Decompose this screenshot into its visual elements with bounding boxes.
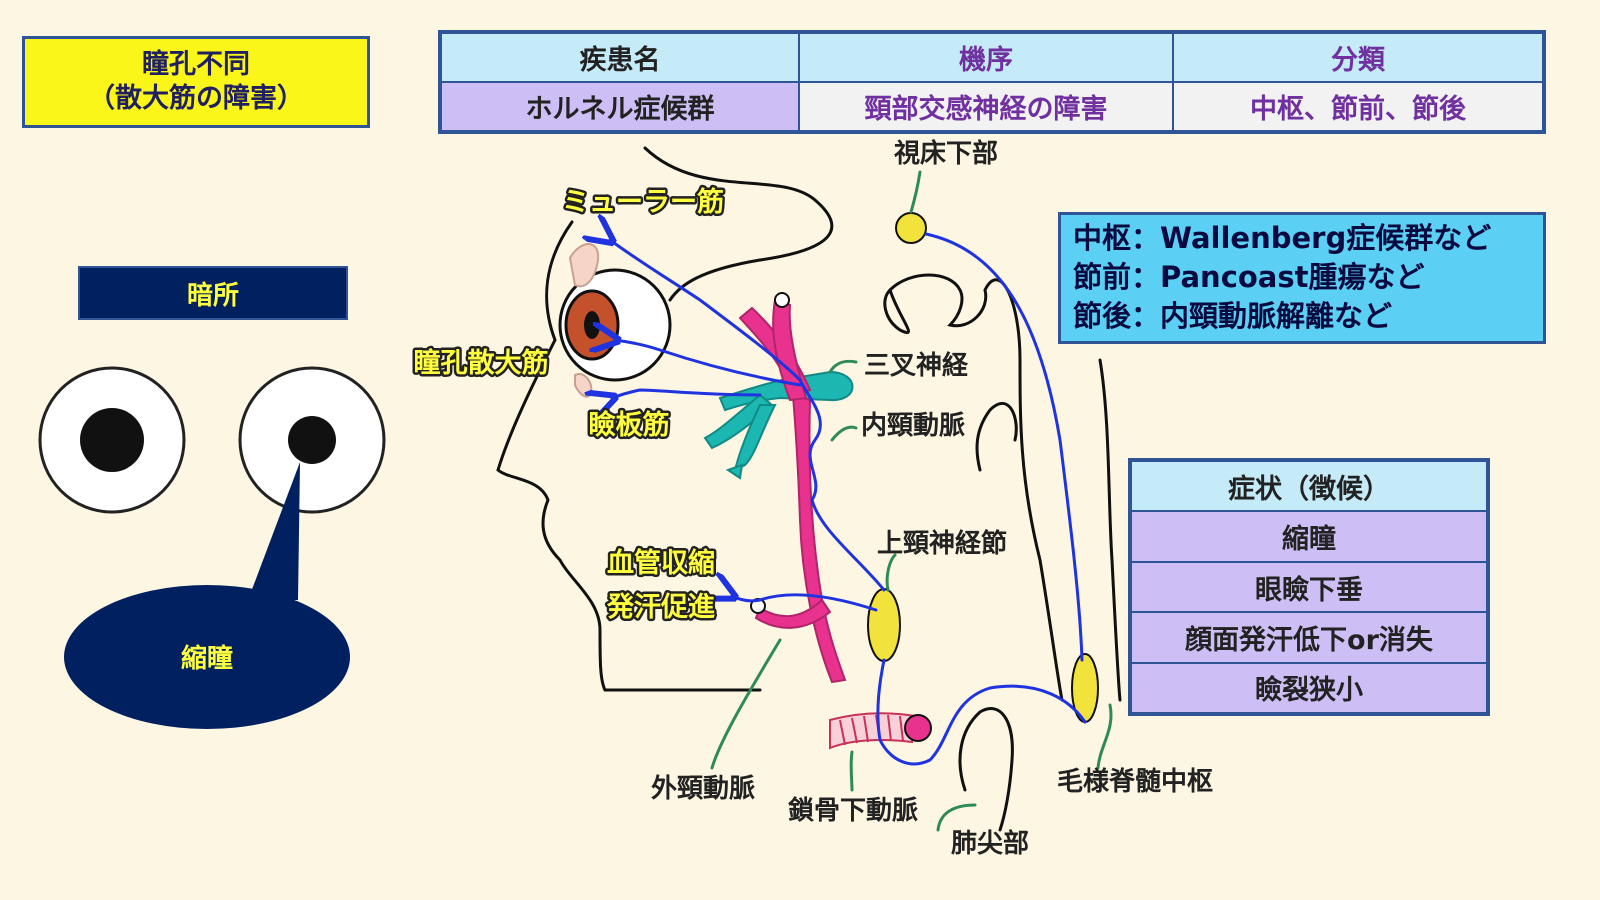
eye	[558, 243, 672, 398]
label-eca: 外頸動脈	[651, 774, 755, 804]
hypothalamus-node	[895, 212, 927, 244]
classification-preganglionic: 節前：Pancoast腫瘍など	[1073, 259, 1425, 294]
leader-ica	[830, 425, 858, 442]
title-box: 瞳孔不同 （散大筋の障害）	[22, 36, 370, 128]
bubble-label: 縮瞳	[181, 643, 233, 674]
disease-table: 疾患名 機序 分類 ホルネル症候群 頸部交感神経の障害 中枢、節前、節後	[438, 30, 1546, 134]
right-pupil-normal	[80, 408, 144, 472]
leader-ganglion	[885, 553, 897, 592]
symptom-table: 症状（徴候） 縮瞳 眼瞼下垂 顔面発汗低下or消失 瞼裂狭小	[1128, 458, 1490, 716]
label-tarsal: 瞼板筋	[589, 409, 670, 441]
carotid-arteries	[738, 292, 847, 684]
label-hypothalamus: 視床下部	[894, 138, 998, 169]
symptom-miosis: 縮瞳	[1131, 511, 1487, 562]
header-classification: 分類	[1173, 33, 1543, 82]
sympathetic-pathway	[610, 232, 1087, 766]
label-trigeminal: 三叉神経	[864, 350, 969, 381]
condition-label: 暗所	[78, 266, 348, 320]
label-subclavian: 鎖骨下動脈	[788, 795, 918, 826]
preganglionic-neuron	[876, 658, 1087, 766]
postganglionic-vascular	[732, 595, 878, 612]
trigeminal-nerve	[703, 370, 854, 480]
tarsal-muscle-icon	[574, 373, 593, 398]
head-top	[643, 146, 834, 302]
leader-apex	[936, 803, 977, 832]
value-mechanism: 頸部交感神経の障害	[799, 82, 1173, 131]
symptom-anhidrosis: 顔面発汗低下or消失	[1131, 612, 1487, 663]
neck-back	[1098, 358, 1122, 702]
classification-postganglionic: 節後：内頸動脈解離など	[1073, 298, 1393, 333]
external-carotid	[754, 598, 832, 629]
skull-back	[888, 273, 1064, 702]
diagram-labels: 視床下部 三叉神経 内頸動脈 上頸神経節 外頸動脈 鎖骨下動脈 肺尖部 毛様脊髄…	[411, 138, 1213, 859]
header-mechanism: 機序	[799, 33, 1173, 82]
postganglionic-dilator	[615, 340, 802, 387]
pupil-icon	[584, 311, 600, 339]
label-ica: 内頸動脈	[861, 411, 965, 441]
leader-subclavian	[849, 750, 854, 792]
label-vasoconstriction: 血管収縮	[607, 547, 715, 579]
label-ciliospinal: 毛様脊髄中枢	[1057, 766, 1213, 797]
ica-top	[774, 292, 790, 308]
label-apex: 肺尖部	[951, 829, 1029, 859]
postganglionic-muller	[610, 240, 886, 592]
symptom-narrow-fissure: 瞼裂狭小	[1131, 662, 1487, 714]
leader-trigeminal	[828, 359, 858, 374]
left-pupil-miosis	[288, 416, 336, 464]
label-sweating: 発汗促進	[606, 592, 715, 623]
ica-upper	[772, 298, 808, 402]
face-profile	[496, 220, 762, 692]
central-neuron	[924, 232, 1084, 662]
leader-ciliospinal	[1096, 703, 1113, 770]
label-dilator: 瞳孔散大筋	[414, 347, 549, 379]
bubble-tail	[248, 462, 300, 600]
superior-cervical-ganglion	[867, 588, 901, 662]
title-line2: （散大筋の障害）	[88, 83, 304, 114]
title-line1: 瞳孔不同	[142, 49, 250, 81]
leader-eca	[710, 638, 782, 770]
value-classification: 中枢、節前、節後	[1173, 82, 1543, 131]
label-muller: ミューラー筋	[562, 186, 724, 218]
leader-lines	[710, 170, 1113, 832]
symptom-ptosis: 眼瞼下垂	[1131, 561, 1487, 613]
muller-muscle-icon	[568, 243, 600, 288]
common-internal-carotid	[791, 393, 847, 684]
classification-box: 中枢：Wallenberg症候群など 節前：Pancoast腫瘍など 節後：内頸…	[1058, 212, 1546, 344]
lung-apex-outline	[958, 707, 1014, 832]
ear-outline	[975, 401, 1018, 472]
subclavian-artery	[829, 712, 932, 750]
value-disease: ホルネル症候群	[441, 82, 799, 131]
label-sup-cervical: 上頸神経節	[877, 528, 1007, 559]
classification-central: 中枢：Wallenberg症候群など	[1073, 221, 1492, 255]
trigeminal-tip	[725, 463, 744, 480]
postganglionic-tarsal	[612, 388, 762, 398]
sella	[883, 288, 911, 335]
header-disease: 疾患名	[441, 33, 799, 82]
leader-hypothalamus	[909, 170, 922, 214]
symptom-header: 症状（徴候）	[1131, 461, 1487, 512]
pupil-comparison: 縮瞳	[38, 366, 386, 729]
bubble-body	[64, 585, 350, 729]
